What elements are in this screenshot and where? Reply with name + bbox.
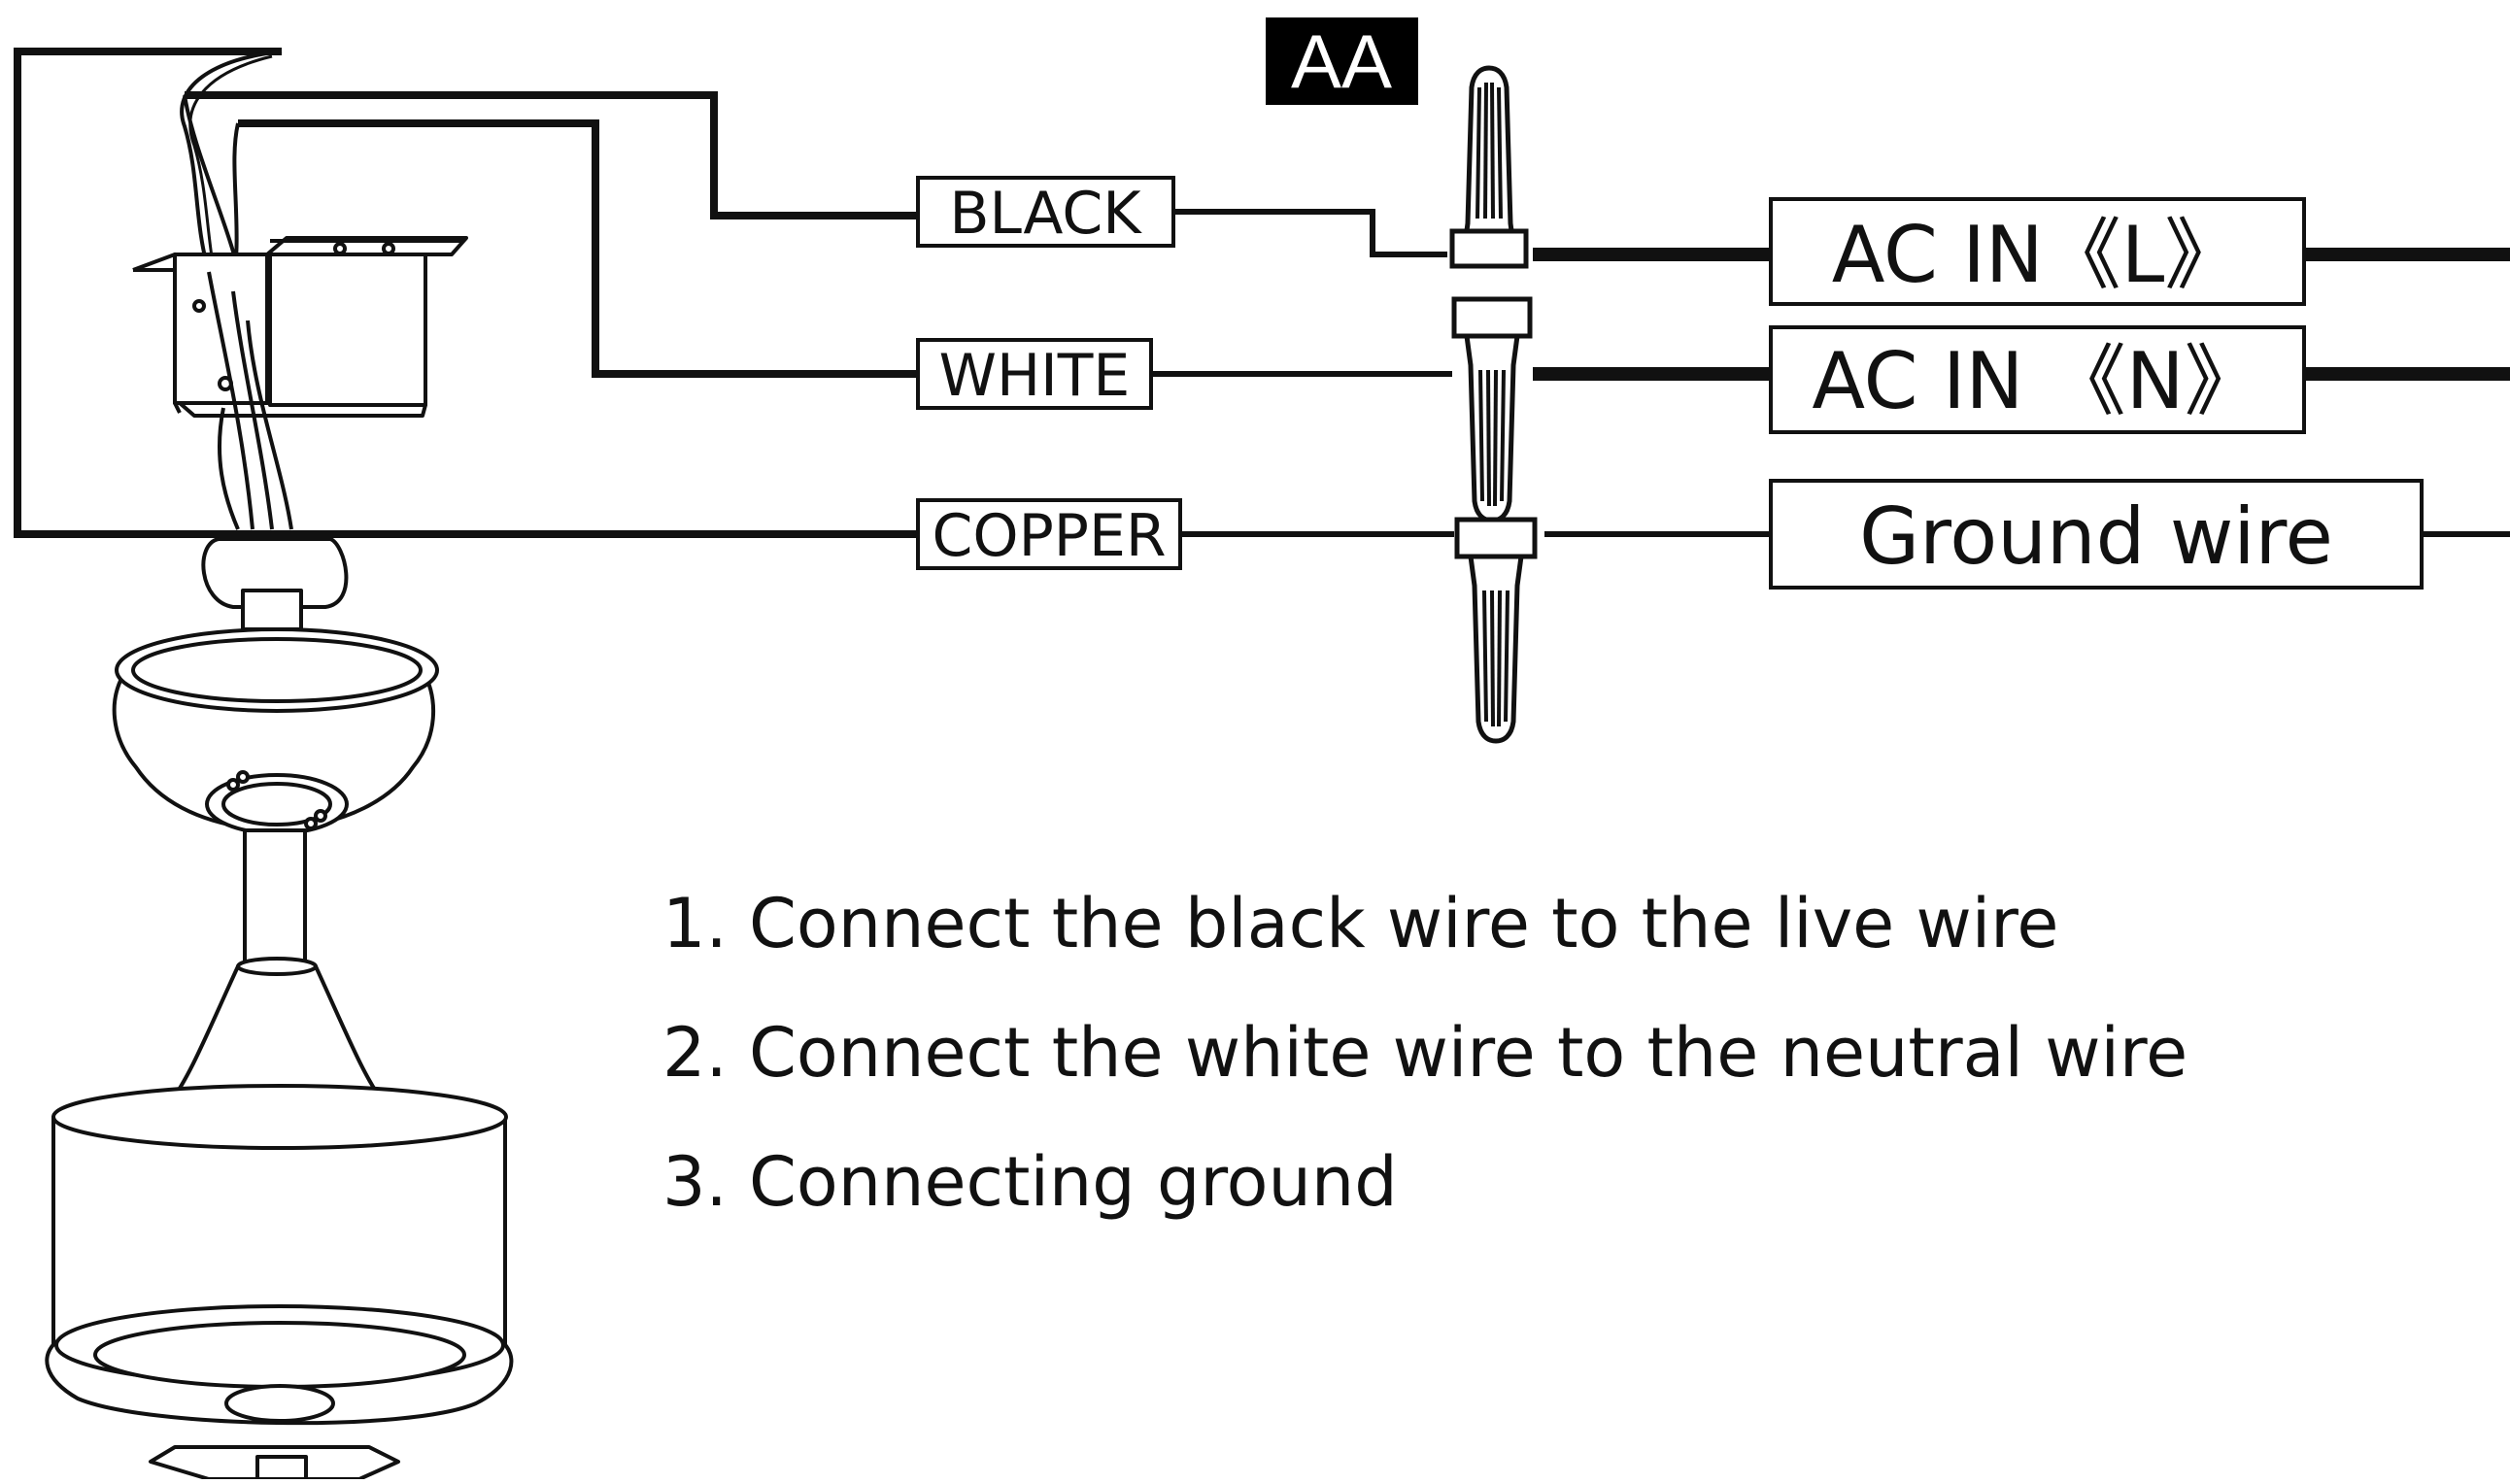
black-wire-label: BLACK (916, 176, 1175, 248)
junction-box-icon (132, 236, 468, 418)
copper-wire-label-text: COPPER (932, 502, 1166, 570)
ground-supply-label-text: Ground wire (1859, 491, 2333, 582)
ceiling-fan-icon (45, 50, 514, 1481)
neutral-supply-label-text: AC IN 《N》 (1812, 336, 2261, 426)
neutral-supply-label: AC IN 《N》 (1769, 325, 2306, 434)
white-wire (238, 119, 918, 378)
instruction-step-2: 2. Connect the white wire to the neutral… (662, 1013, 2188, 1093)
wire-nut-connector-icon (1451, 296, 1533, 521)
black-wire (185, 91, 918, 219)
instruction-step-3: 3. Connecting ground (662, 1142, 1398, 1222)
copper-wire-label: COPPER (916, 498, 1182, 570)
white-wire-label-text: WHITE (939, 342, 1131, 410)
black-wire-label-text: BLACK (949, 180, 1142, 248)
ground-supply-label: Ground wire (1769, 479, 2424, 590)
live-supply-label-text: AC IN《L》 (1832, 210, 2243, 300)
aa-badge: AA (1266, 17, 1418, 105)
instructions: 1. Connect the black wire to the live wi… (662, 884, 2188, 1222)
wire-nut-connector-icon (1454, 517, 1538, 741)
wire-nut-connector-icon (1449, 68, 1529, 269)
instruction-step-1: 1. Connect the black wire to the live wi… (662, 884, 2058, 963)
black-wire-to-nut (1173, 209, 1447, 257)
live-supply-label: AC IN《L》 (1769, 197, 2306, 306)
fixture-wires (14, 48, 1454, 538)
copper-wire (14, 48, 918, 538)
white-wire-label: WHITE (916, 338, 1153, 410)
aa-badge-text: AA (1291, 18, 1392, 104)
supply-wires (1533, 248, 2510, 537)
